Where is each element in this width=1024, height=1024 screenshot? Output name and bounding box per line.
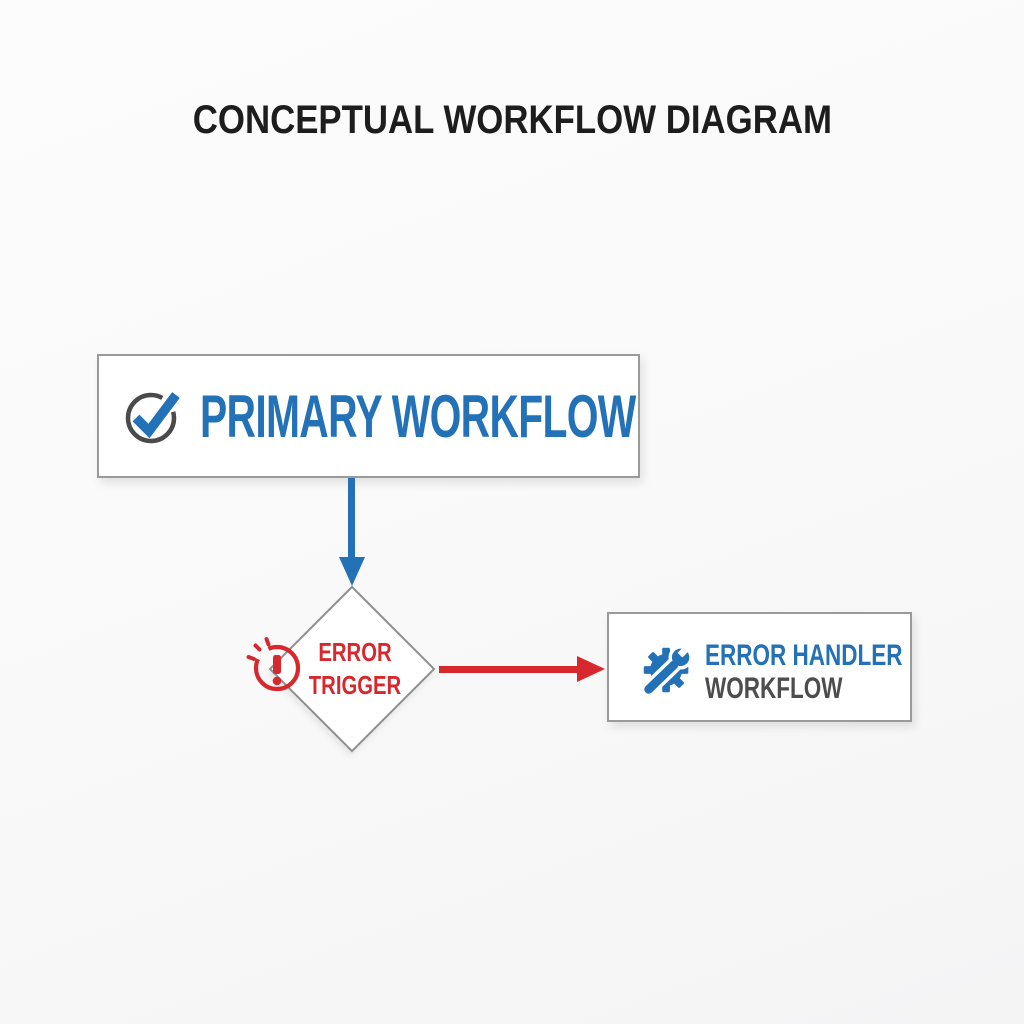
error-handler-label: ERROR HANDLER WORKFLOW (705, 639, 968, 705)
primary-workflow-label-wrap: PRIMARY WORKFLOW (200, 356, 841, 476)
error-trigger-label-line1: ERROR (318, 637, 392, 667)
gear-wrench-icon (640, 641, 694, 698)
diagram-title: CONCEPTUAL WORKFLOW DIAGRAM (0, 100, 1024, 140)
node-error-handler-workflow: ERROR HANDLER WORKFLOW (607, 612, 912, 722)
error-trigger-label-line2: TRIGGER (308, 670, 402, 700)
connector-trigger-to-handler-line (439, 666, 579, 673)
alert-exclamation-icon (246, 637, 301, 692)
connector-primary-to-trigger-arrowhead-icon (339, 557, 365, 586)
node-primary-workflow: PRIMARY WORKFLOW (97, 354, 640, 478)
primary-workflow-label: PRIMARY WORKFLOW (200, 382, 636, 450)
error-handler-label-line1: ERROR HANDLER (705, 639, 903, 672)
diagram-title-text: CONCEPTUAL WORKFLOW DIAGRAM (192, 98, 832, 142)
error-trigger-label: ERROR TRIGGER (272, 636, 438, 702)
connector-trigger-to-handler-arrowhead-icon (577, 656, 605, 682)
check-circle-icon (125, 392, 180, 444)
connector-primary-to-trigger-line (348, 478, 355, 558)
error-handler-label-line2: WORKFLOW (705, 672, 843, 705)
